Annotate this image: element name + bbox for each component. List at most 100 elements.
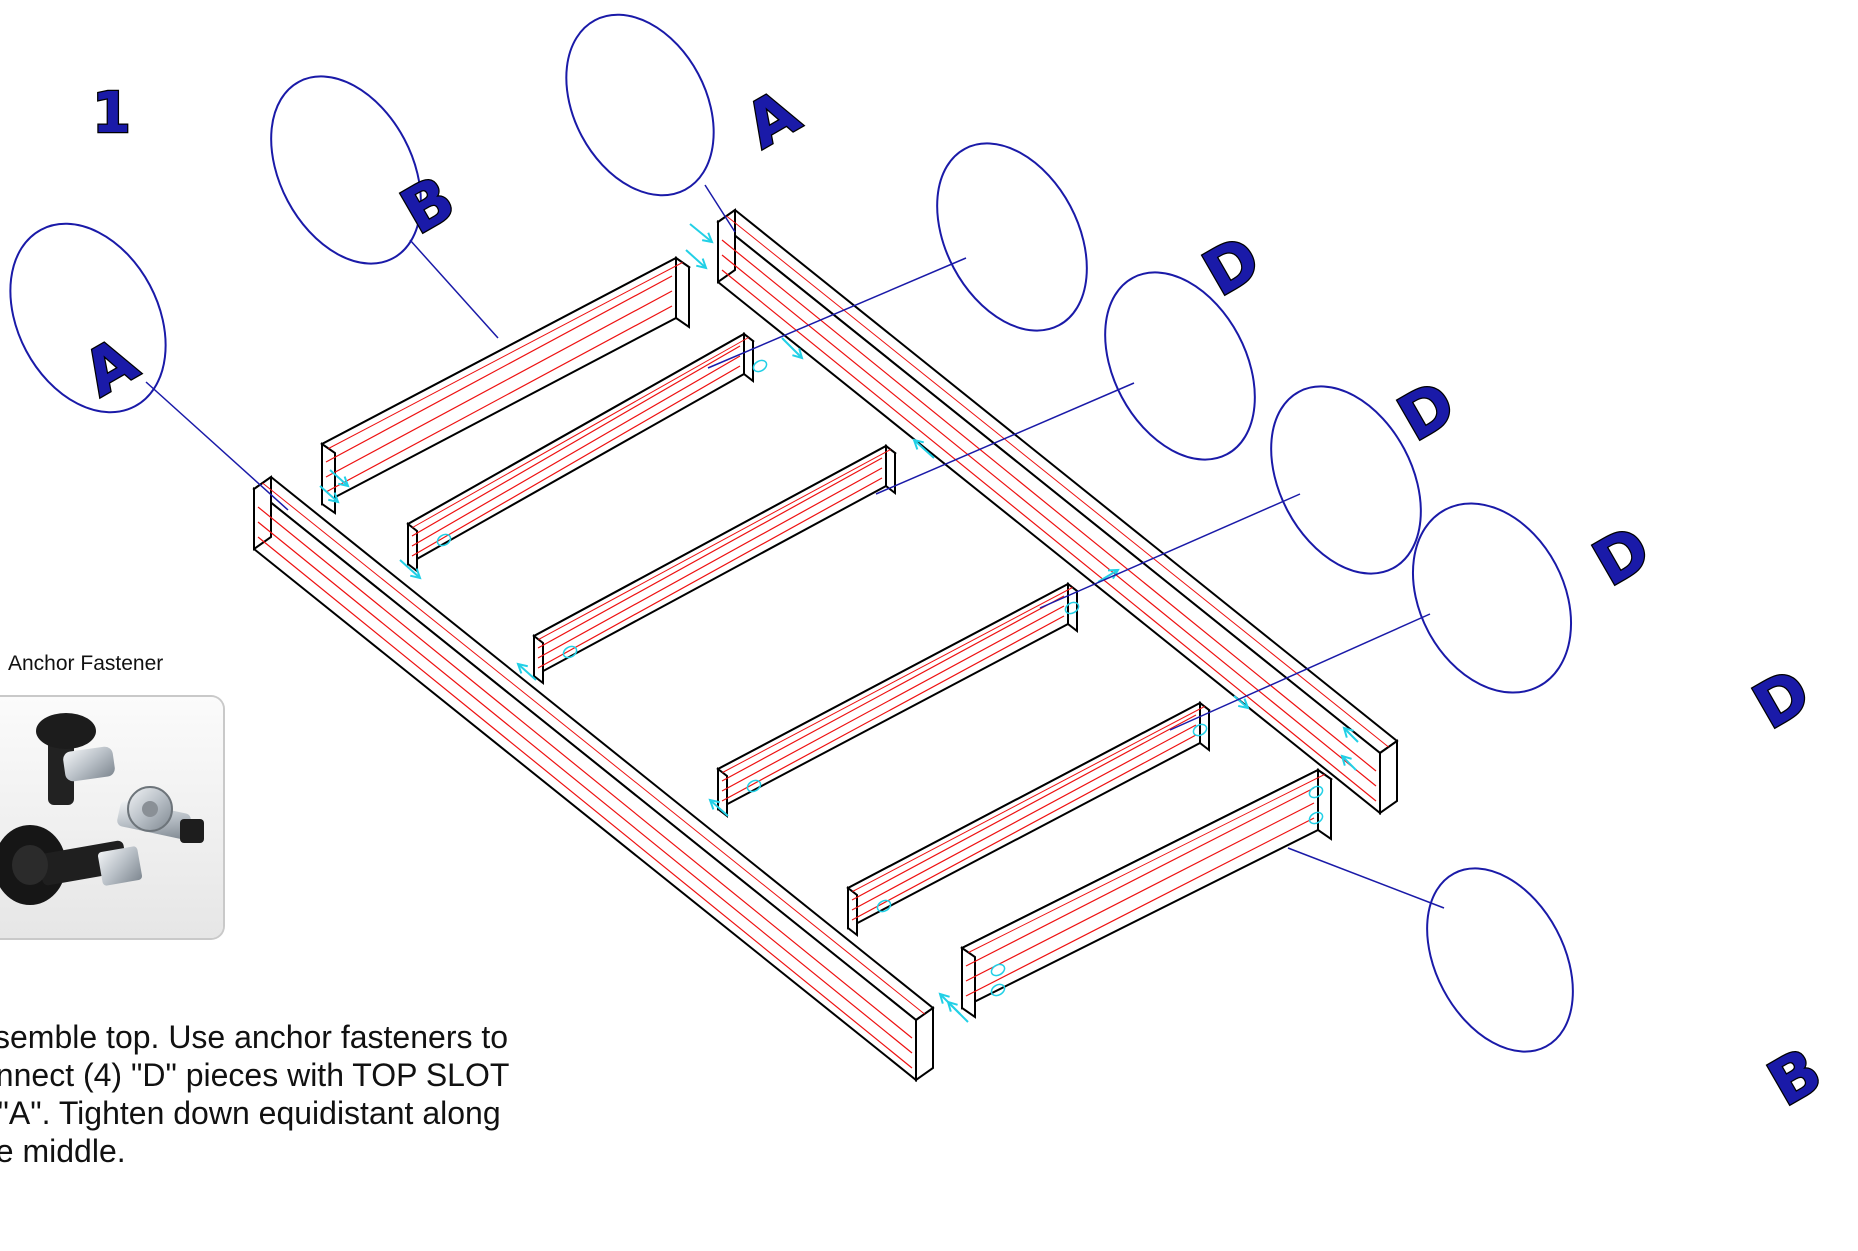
beam-D-2: [532, 443, 897, 686]
beams-layer: [252, 208, 1399, 1083]
leader-line: [145, 381, 289, 511]
leader-line: [1169, 613, 1431, 731]
callout-letter-A-right: A: [733, 75, 811, 162]
leader-line: [704, 184, 736, 233]
leaders-layer: [145, 184, 1445, 909]
callout-bubble: [565, 13, 715, 197]
assembly-arrow: [912, 438, 935, 459]
arrow-head: [338, 476, 350, 488]
callout-letter-A-left: A: [71, 323, 149, 410]
callout-A-right: A: [732, 74, 813, 164]
leader-line: [1039, 493, 1301, 609]
assembly-arrow: [708, 798, 729, 817]
anchor-fastener-photo: [0, 695, 225, 940]
arrow-head: [792, 348, 804, 360]
arrow-head: [912, 438, 924, 450]
arrow-head: [328, 492, 340, 504]
arrow-head: [1340, 754, 1352, 766]
beam-end-face: [1317, 768, 1332, 841]
callout-D-2: D: [1385, 365, 1469, 456]
wood-grain-line: [721, 615, 1065, 802]
callouts-layer: [9, 13, 1574, 1053]
assembly-arrow: [946, 1000, 969, 1023]
wood-grain-line: [851, 714, 1197, 901]
step-number: 1: [92, 81, 131, 146]
beam-side-face: [321, 256, 677, 506]
callout-D-4: D: [1740, 653, 1824, 744]
leader-line: [707, 257, 967, 369]
assembly-arrow: [781, 337, 804, 360]
wood-grain-line: [411, 355, 741, 547]
wood-grain-line: [325, 275, 673, 463]
wood-grain-line: [965, 787, 1315, 967]
fastener-hole: [562, 645, 578, 659]
beam-end-face: [407, 521, 418, 574]
wood-grain-line: [537, 477, 883, 669]
callout-A-left: A: [70, 322, 151, 412]
wood-grain-line: [968, 774, 1325, 953]
arrow-head: [1342, 726, 1354, 738]
assembly-arrow: [329, 469, 350, 488]
callout-bubble: [1426, 867, 1574, 1053]
callout-bubble: [270, 75, 422, 265]
arrow-shaft: [1343, 727, 1359, 743]
wood-grain-line: [537, 467, 883, 659]
leader-line: [1287, 847, 1445, 909]
arrow-head: [701, 232, 714, 244]
beam-A-right: [716, 208, 1399, 816]
beam-B-left: [320, 256, 691, 515]
beam-end-face: [1199, 700, 1210, 753]
wood-grain-line: [328, 262, 683, 449]
callout-letter-B-right: B: [1756, 1033, 1833, 1120]
callout-letter-B-left: B: [389, 161, 466, 248]
arrow-head: [410, 568, 422, 580]
arrow-head: [516, 662, 528, 674]
callout-bubble: [1104, 271, 1256, 461]
fastener-hole: [436, 533, 452, 547]
callout-letter-D-4: D: [1741, 654, 1822, 743]
leader-line: [875, 382, 1135, 495]
arrow-head: [696, 258, 708, 270]
assembly-arrow: [516, 662, 537, 681]
wood-grain-line: [262, 482, 925, 1015]
fastener-hole: [1192, 723, 1208, 737]
arrow-head: [1238, 698, 1250, 710]
anchor-fastener-icon: [0, 697, 223, 938]
wood-grain-line: [721, 254, 1377, 787]
callout-D-1: D: [1190, 220, 1274, 311]
beam-end-face: [321, 442, 336, 515]
beam-end-face: [885, 443, 896, 496]
arrow-head: [938, 992, 950, 1004]
wood-grain-line: [721, 595, 1065, 782]
callout-B-left: B: [388, 160, 468, 249]
arrow-shaft: [1341, 755, 1357, 771]
wood-grain-line: [537, 457, 883, 649]
wood-grain-line: [726, 215, 1389, 748]
instructions-text: ssemble top. Use anchor fasteners to onn…: [0, 1019, 510, 1169]
beam-end-face: [915, 1006, 934, 1082]
wood-grain-line: [721, 605, 1065, 792]
holes-layer: [436, 359, 1324, 997]
callout-B-right: B: [1755, 1032, 1835, 1121]
beam-end-face: [1379, 739, 1398, 815]
fastener-hole: [752, 359, 768, 373]
assembly-arrow: [685, 249, 708, 270]
arrow-shaft: [781, 337, 803, 359]
wood-grain-line: [721, 269, 1377, 802]
wood-grain-line: [965, 802, 1315, 982]
leader-line: [409, 239, 499, 339]
beam-end-face: [847, 885, 858, 938]
fastener-hole: [1308, 811, 1324, 825]
arrow-shaft: [329, 469, 349, 487]
wood-grain-line: [851, 734, 1197, 921]
wood-grain-line: [325, 290, 673, 478]
callout-D-3: D: [1580, 510, 1664, 601]
wood-grain-line: [257, 536, 913, 1069]
wood-grain-line: [325, 305, 673, 493]
beam-D-3: [716, 581, 1079, 819]
wood-grain-line: [257, 506, 913, 1039]
wood-grain-line: [411, 365, 741, 557]
beam-end-face: [675, 256, 690, 329]
callout-bubble: [9, 222, 167, 414]
